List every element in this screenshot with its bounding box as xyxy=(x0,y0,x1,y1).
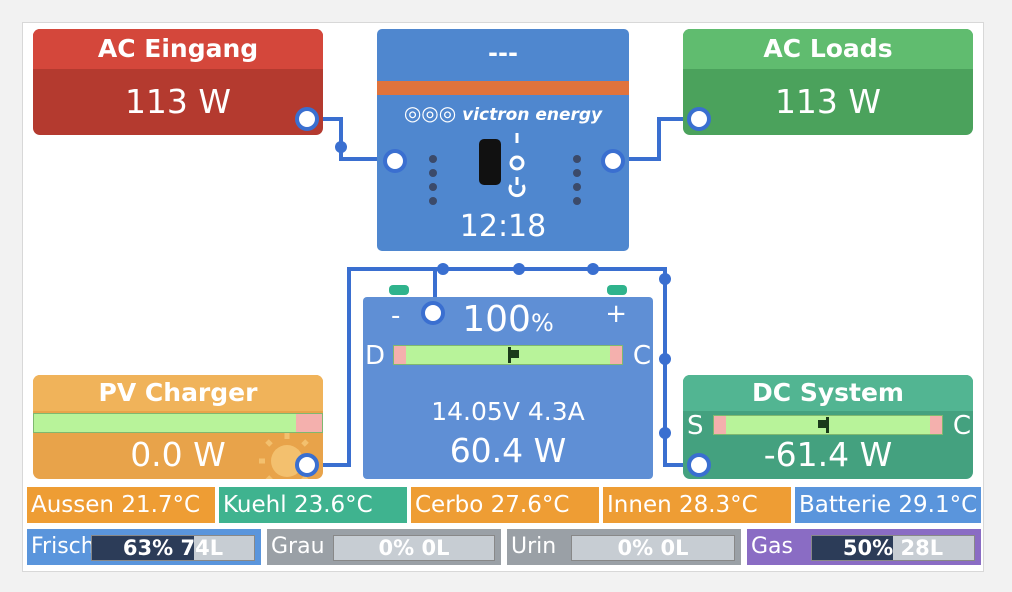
dc-system-left-label: S xyxy=(687,411,704,441)
pv-charger-title: PV Charger xyxy=(33,375,323,411)
tank-frisch-name: Frisch xyxy=(31,534,95,559)
battery-voltage-current: 14.05V 4.3A xyxy=(431,397,585,426)
ac-loads-box[interactable]: AC Loads 113 W xyxy=(683,29,973,135)
battery-right-label: C xyxy=(632,341,651,371)
temp-sensor-innen[interactable]: Innen 28.3°C xyxy=(603,487,791,523)
inverter-panel-graphic xyxy=(383,133,625,205)
tank-urin[interactable]: Urin 0% 0L xyxy=(507,529,741,565)
power-switch-icon xyxy=(479,139,501,185)
wire-connectors xyxy=(295,107,711,131)
ac-input-title: AC Eingang xyxy=(33,29,323,69)
tank-frisch-level-text: 63% 74L xyxy=(122,536,224,560)
inverter-title: --- xyxy=(488,39,518,67)
led-icon xyxy=(429,155,581,205)
temp-sensor-aussen[interactable]: Aussen 21.7°C xyxy=(27,487,215,523)
battery-terminal-minus xyxy=(389,285,409,295)
tank-frisch-level-bar: 63% 74L xyxy=(91,535,255,561)
tank-urin-name: Urin xyxy=(511,534,557,559)
tank-grau-level-bar: 0% 0L xyxy=(333,535,495,561)
temp-sensor-kuehl[interactable]: Kuehl 23.6°C xyxy=(219,487,407,523)
victron-brand-label: victron energy xyxy=(462,105,603,125)
battery-soc-unit: % xyxy=(530,309,554,337)
battery-terminal-plus xyxy=(607,285,627,295)
ac-input-box[interactable]: AC Eingang 113 W xyxy=(33,29,323,135)
temp-sensor-batterie[interactable]: Batterie 29.1°C xyxy=(795,487,981,523)
inverter-box[interactable]: --- ◎◎◎ victron energy 12:18 xyxy=(377,29,629,251)
overview-screen: AC Eingang 113 W --- ◎◎◎ victron energy xyxy=(22,22,984,572)
tank-grau-level-text: 0% 0L xyxy=(378,536,450,560)
victron-brand: ◎◎◎ victron energy xyxy=(377,101,629,125)
pv-charger-box[interactable]: PV Charger 0.0 W xyxy=(33,375,323,479)
dc-system-power: -61.4 W xyxy=(763,435,893,474)
dc-system-box[interactable]: DC System S C -61.4 W xyxy=(683,375,973,479)
power-flow-wires xyxy=(309,117,699,467)
temperature-row: Aussen 21.7°C Kuehl 23.6°C Cerbo 27.6°C … xyxy=(27,487,981,523)
tank-gas-name: Gas xyxy=(751,534,793,559)
dc-system-title: DC System xyxy=(683,375,973,411)
tank-gas-fill xyxy=(812,536,893,560)
tank-urin-level-bar: 0% 0L xyxy=(571,535,735,561)
ac-input-power: 113 W xyxy=(124,82,232,121)
pv-charger-power: 0.0 W xyxy=(130,435,226,474)
battery-plus-label: + xyxy=(605,299,627,329)
battery-bar-marker xyxy=(508,347,511,363)
tank-gas[interactable]: Gas 50% 28L xyxy=(747,529,981,565)
tank-grau-name: Grau xyxy=(271,534,325,559)
tank-frisch-fill xyxy=(92,536,195,560)
tank-frisch[interactable]: Frisch 63% 74L xyxy=(27,529,261,565)
tank-urin-level-text: 0% 0L xyxy=(617,536,689,560)
tank-gas-level-bar: 50% 28L xyxy=(811,535,975,561)
dc-system-flow-bar xyxy=(713,415,943,435)
battery-power: 60.4 W xyxy=(449,431,567,470)
tank-gas-level-text: 50% 28L xyxy=(842,536,944,560)
tank-row: Frisch 63% 74L Grau 0% 0L Urin 0% 0L Gas xyxy=(27,529,981,565)
wire-connectors-bottom xyxy=(295,453,711,477)
ac-loads-power: 113 W xyxy=(774,82,882,121)
inverter-orange-stripe xyxy=(377,81,629,95)
tank-grau[interactable]: Grau 0% 0L xyxy=(267,529,501,565)
battery-soc: 100% xyxy=(363,299,653,340)
battery-left-label: D xyxy=(365,341,386,371)
inverter-time: 12:18 xyxy=(459,209,547,244)
battery-flow-bar xyxy=(393,345,623,365)
victron-logo-icon: ◎◎◎ xyxy=(403,101,457,125)
dc-system-right-label: C xyxy=(952,411,971,441)
battery-minus-label: - xyxy=(391,301,401,331)
dc-system-bar-marker xyxy=(826,417,829,433)
ac-loads-title: AC Loads xyxy=(683,29,973,69)
pv-charger-bar xyxy=(33,413,323,433)
battery-box[interactable]: - + 100% D C 14.05V 4.3A 60.4 W xyxy=(363,297,653,479)
battery-soc-value: 100 xyxy=(462,299,531,340)
temp-sensor-cerbo[interactable]: Cerbo 27.6°C xyxy=(411,487,599,523)
